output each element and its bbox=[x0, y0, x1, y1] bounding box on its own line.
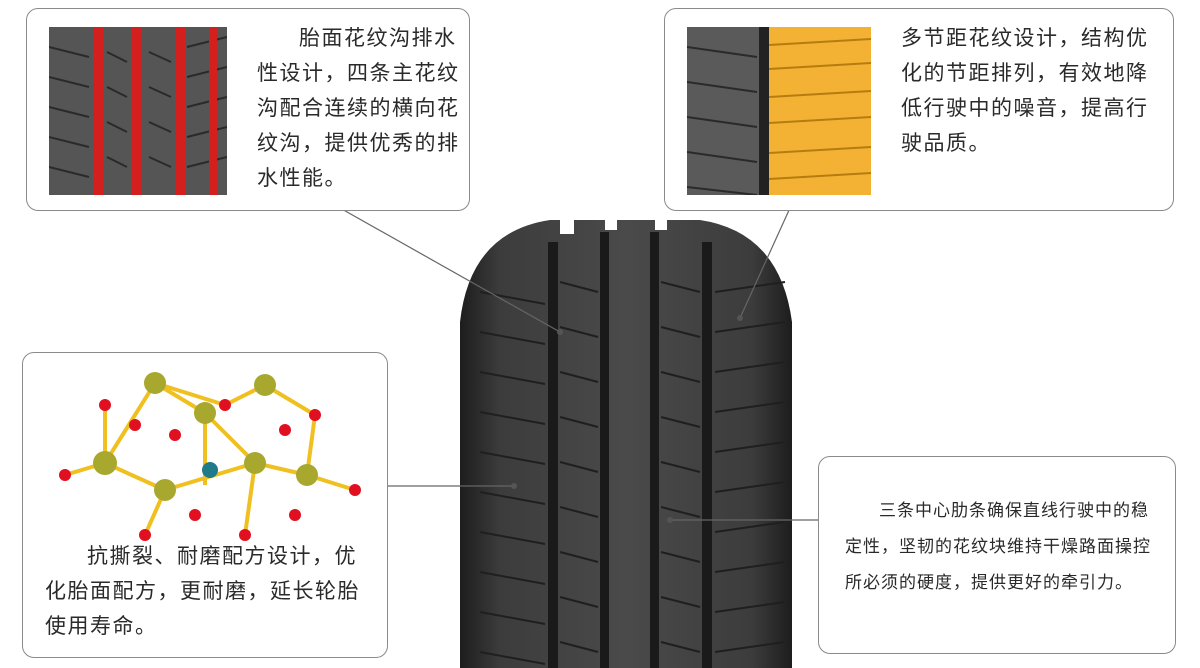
ribs-text: 三条中心肋条确保直线行驶中的稳定性，坚韧的花纹块维持干燥路面操控所必须的硬度，提… bbox=[845, 501, 1151, 593]
ribs-callout: 三条中心肋条确保直线行驶中的稳定性，坚韧的花纹块维持干燥路面操控所必须的硬度，提… bbox=[818, 456, 1176, 654]
molecule-structure-icon bbox=[59, 372, 361, 541]
pitch-callout: 多节距花纹设计，结构优化的节距排列，有效地降低行驶中的噪音，提高行驶品质。 bbox=[664, 8, 1174, 211]
red-groove-tread-icon bbox=[49, 27, 227, 195]
compound-text: 抗撕裂、耐磨配方设计，优化胎面配方，更耐磨，延长轮胎使用寿命。 bbox=[45, 544, 360, 638]
drainage-callout: 胎面花纹沟排水性设计，四条主花纹沟配合连续的横向花纹沟，提供优秀的排水性能。 bbox=[26, 8, 470, 211]
drainage-text: 胎面花纹沟排水性设计，四条主花纹沟配合连续的横向花纹沟，提供优秀的排水性能。 bbox=[257, 26, 460, 190]
tire-tread-image bbox=[460, 212, 792, 668]
compound-callout: 抗撕裂、耐磨配方设计，优化胎面配方，更耐磨，延长轮胎使用寿命。 bbox=[22, 352, 388, 658]
variable-pitch-tread-icon bbox=[687, 27, 871, 195]
pitch-text: 多节距花纹设计，结构优化的节距排列，有效地降低行驶中的噪音，提高行驶品质。 bbox=[901, 26, 1149, 155]
